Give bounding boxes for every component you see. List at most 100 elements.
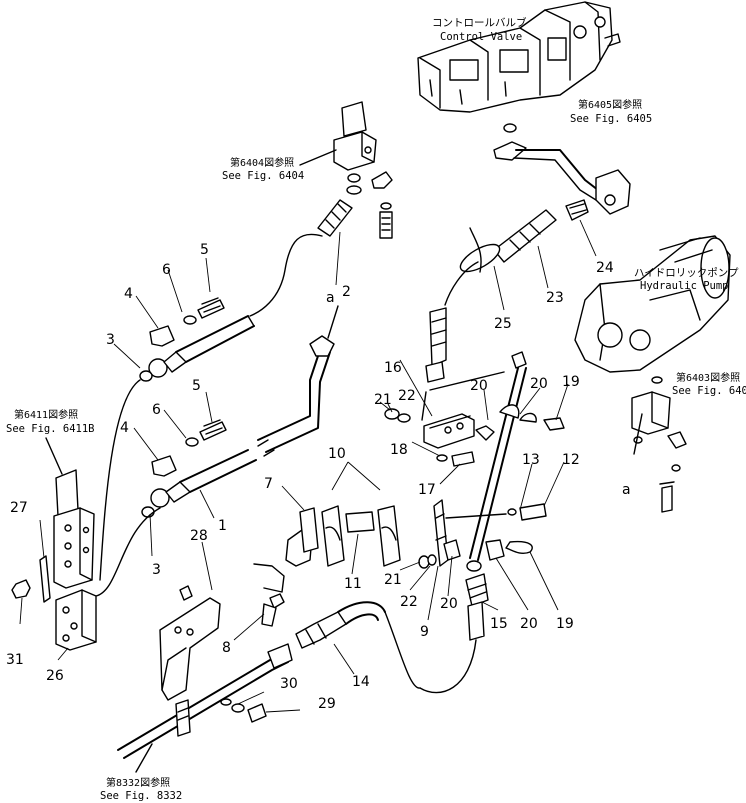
bolt-17: [451, 451, 475, 467]
callout-19a: 19: [562, 374, 580, 390]
hydraulic-pump-label-en: Hydraulic Pump: [640, 280, 729, 292]
callout-11: 11: [344, 576, 362, 592]
bracket-6404: [333, 101, 393, 239]
fig6405-ref-en: See Fig. 6405: [570, 113, 652, 125]
control-valve-label-jp: コントロールバルブ: [432, 16, 527, 29]
callout-5b: 5: [192, 378, 201, 394]
fig8332-leader: [135, 743, 153, 773]
callout-21b: 21: [384, 572, 402, 588]
clamp-20d: [519, 412, 537, 423]
callout-6a: 6: [162, 262, 171, 278]
hydraulic-pump-label-jp: ハイドロリックポンプ: [634, 267, 739, 279]
fig6405-ref-jp: 第6405図参照: [578, 98, 642, 111]
bolt-12-leader: [445, 513, 507, 519]
callout-19b: 19: [556, 616, 574, 632]
callout-8: 8: [222, 640, 231, 656]
callout-25: 25: [494, 316, 512, 332]
callout-2: 2: [342, 284, 351, 300]
callout-3b: 3: [152, 562, 161, 578]
washer-30b: [231, 703, 245, 713]
pipe-8332: [117, 643, 293, 759]
callout-4b: 4: [120, 420, 129, 436]
nut-31: [11, 579, 31, 599]
lower-tube-assembly: [141, 335, 335, 518]
callout-26: 26: [46, 668, 64, 684]
a-lower-leader: [633, 413, 643, 455]
callout-12: 12: [562, 452, 580, 468]
fig6411b-leader: [45, 437, 63, 475]
callout-17: 17: [418, 482, 436, 498]
fig6404-leader: [299, 149, 337, 166]
callout-14: 14: [352, 674, 370, 690]
pipe-6405: [493, 123, 631, 215]
callout-24: 24: [596, 260, 614, 276]
clamp-7: [285, 507, 319, 567]
bracket-16-leader: [429, 371, 505, 391]
callout-6b: 6: [152, 402, 161, 418]
clamp-20b: [485, 539, 505, 561]
hose-2: [249, 199, 353, 317]
callout-21a: 21: [374, 392, 392, 408]
callout-29: 29: [318, 696, 336, 712]
hose-14: [295, 601, 421, 689]
a-upper-leader: [327, 305, 339, 339]
bolt-8: [261, 593, 285, 627]
callout-7: 7: [264, 476, 273, 492]
callout-28: 28: [190, 528, 208, 544]
callout-22a: 22: [398, 388, 416, 404]
hose-1-lower-line: [95, 507, 161, 597]
nut-21b: [418, 555, 430, 569]
washer-13: [507, 508, 517, 516]
u-clamp-19: [505, 540, 533, 555]
plate-27: [39, 555, 51, 603]
bracket-16: [423, 413, 495, 449]
spacer-11: [345, 511, 375, 533]
callout-1: 1: [218, 518, 227, 534]
callout-4a: 4: [124, 286, 133, 302]
clamp-20a: [443, 539, 461, 561]
hose-3-lower-line: [99, 379, 141, 581]
callout-20d: 20: [520, 616, 538, 632]
fig6411b-ref-jp: 第6411図参照: [14, 408, 78, 421]
clamp-20c: [499, 404, 520, 419]
callout-18: 18: [390, 442, 408, 458]
washer-30: [220, 698, 232, 706]
clamp-7-base: [253, 563, 285, 593]
washer-22: [397, 413, 411, 423]
callout-13: 13: [522, 452, 540, 468]
bracket-16-leader-b: [421, 391, 427, 421]
nut-21: [384, 408, 400, 420]
hydraulic-pump: [574, 235, 731, 373]
block-26: [55, 589, 97, 651]
fig6404-ref-jp: 第6404図参照: [230, 156, 294, 169]
tube-15: [419, 351, 527, 694]
bolt-29: [247, 703, 267, 723]
callout-23: 23: [546, 290, 564, 306]
callout-10: 10: [328, 446, 346, 462]
fig6404-ref-en: See Fig. 6404: [222, 170, 304, 182]
fig8332-ref-en: See Fig. 8332: [100, 790, 182, 802]
clamp-9: [433, 499, 449, 567]
bracket-6411b: [53, 469, 95, 589]
callout-9: 9: [420, 624, 429, 640]
clamp-9-detail: [435, 513, 447, 541]
hose-23-assembly: [425, 199, 589, 383]
callout-15: 15: [490, 616, 508, 632]
callout-30: 30: [280, 676, 298, 692]
callout-22b: 22: [400, 594, 418, 610]
callout-20c: 20: [440, 596, 458, 612]
callout-20a: 20: [470, 378, 488, 394]
clamp-10: [321, 505, 401, 567]
washer-22b: [427, 554, 437, 566]
callout-27: 27: [10, 500, 28, 516]
fig8332-ref-jp: 第8332図参照: [106, 776, 170, 789]
fig6403-ref-jp: 第6403図参照: [676, 371, 740, 384]
upper-tube-assembly: [139, 297, 255, 382]
connector-a-upper: a: [326, 290, 335, 306]
control-valve-label-en: Control Valve: [440, 31, 522, 43]
fig6403-ref-en: See Fig. 6403: [672, 385, 746, 397]
callout-leaders: [19, 219, 597, 713]
u-clamp-19b: [543, 417, 565, 431]
